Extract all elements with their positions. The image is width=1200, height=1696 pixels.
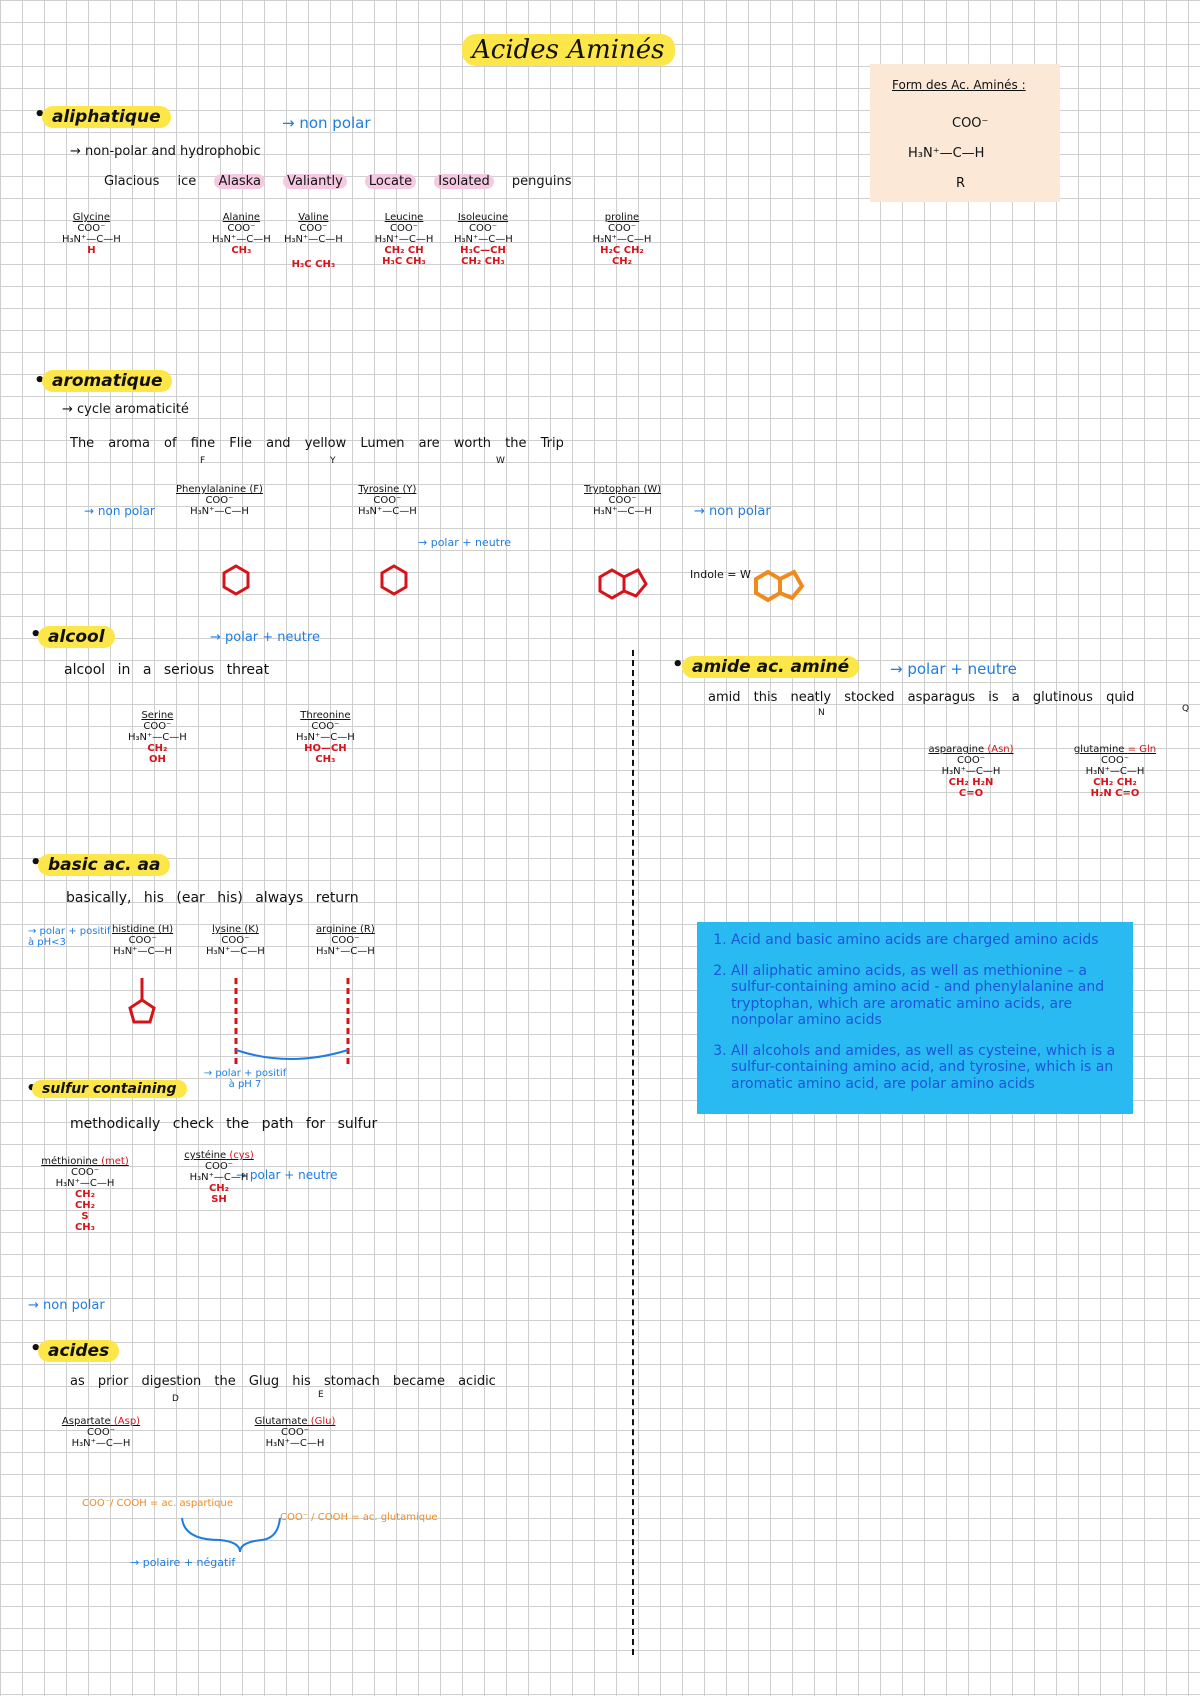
y-mark: Y — [330, 456, 336, 466]
cysteine-structure: cystéine (cys) COO⁻ H₃N⁺—C—H CH₂ SH — [184, 1150, 254, 1205]
aliphatique-sub: → non-polar and hydrophobic — [70, 144, 261, 159]
page-title: Acides Aminés — [462, 34, 675, 66]
threonine-structure: Threonine COO⁻ H₃N⁺—C—H HO—CH CH₃ — [296, 710, 355, 765]
aspartate-structure: Aspartate (Asp) COO⁻ H₃N⁺—C—H — [61, 1416, 141, 1449]
formula-coo: COO⁻ — [952, 116, 989, 131]
glycine-structure: Glycine COO⁻ H₃N⁺—C—H H — [62, 212, 121, 256]
lysine-structure: lysine (K) COO⁻ H₃N⁺—C—H — [206, 924, 265, 957]
sulfur-polarity: → polar + neutre — [236, 1168, 338, 1182]
amide-heading: amide ac. aminé — [682, 656, 860, 678]
aromatique-right-note: → non polar — [694, 504, 771, 519]
phenylalanine-structure: Phenylalanine (F) COO⁻ H₃N⁺—C—H — [176, 484, 263, 517]
amide-mnemonic: amid this neatly stocked asparagus is a … — [708, 690, 1135, 705]
proline-structure: proline COO⁻ H₃N⁺—C—H H₂C CH₂ CH₂ — [592, 212, 652, 267]
serine-structure: Serine COO⁻ H₃N⁺—C—H CH₂ OH — [128, 710, 187, 765]
aromatique-heading: aromatique — [42, 370, 173, 392]
acides-bottom-note: → polaire + négatif — [130, 1556, 236, 1569]
indole-note: Indole = W — [690, 568, 751, 581]
n-mark: N — [818, 708, 825, 718]
aromatique-left-note: → non polar — [84, 504, 155, 518]
formula-backbone: H₃N⁺—C—H — [908, 146, 985, 161]
formula-r: R — [956, 176, 966, 191]
formula-label: Form des Ac. Aminés : — [892, 78, 1026, 92]
bullet: • — [34, 370, 46, 391]
e-mark: E — [318, 1390, 324, 1400]
bullet: • — [672, 654, 684, 675]
summary-item: All aliphatic amino acids, as well as me… — [731, 963, 1117, 1029]
glutamine-structure: glutamine = Gln COO⁻ H₃N⁺—C—H CH₂ CH₂ H₂… — [1073, 744, 1157, 799]
glutamate-structure: Glutamate (Glu) COO⁻ H₃N⁺—C—H — [254, 1416, 336, 1449]
q-mark: Q — [1182, 704, 1190, 714]
bullet: • — [26, 1078, 38, 1099]
bullet: • — [30, 852, 42, 873]
bullet: • — [30, 624, 42, 645]
general-formula-box: Form des Ac. Aminés : COO⁻ H₃N⁺—C—H R — [870, 64, 1060, 202]
basic-mnemonic: basically, his (ear his) always return — [66, 890, 359, 906]
column-divider — [632, 650, 634, 1655]
bullet: • — [30, 1338, 42, 1359]
aspartate-note: COO⁻/ COOH = ac. aspartique — [82, 1498, 233, 1509]
sulfur-bottom-note: → non polar — [28, 1298, 105, 1313]
sulfur-heading: sulfur containing — [32, 1080, 187, 1098]
acides-heading: acides — [38, 1340, 120, 1362]
isoleucine-structure: Isoleucine COO⁻ H₃N⁺—C—H H₃C—CH CH₂ CH₃ — [454, 212, 513, 267]
tyrosine-note: → polar + neutre — [418, 536, 512, 549]
alcool-heading: alcool — [38, 626, 115, 648]
bullet: • — [34, 104, 46, 125]
valine-structure: Valine COO⁻ H₃N⁺—C—H H₃C CH₃ — [284, 212, 343, 270]
glutamate-note: COO⁻ / COOH = ac. glutamique — [280, 1512, 438, 1523]
alcool-polarity: → polar + neutre — [210, 630, 320, 645]
aromatique-sub: → cycle aromaticité — [62, 402, 189, 417]
asparagine-structure: asparagine (Asn) COO⁻ H₃N⁺—C—H CH₂ H₂N C… — [928, 744, 1014, 799]
w-mark: W — [496, 456, 505, 466]
summary-item: Acid and basic amino acids are charged a… — [731, 932, 1117, 949]
aliphatique-heading: aliphatique — [42, 106, 171, 128]
alanine-structure: Alanine COO⁻ H₃N⁺—C—H CH₃ — [212, 212, 271, 256]
tryptophan-structure: Tryptophan (W) COO⁻ H₃N⁺—C—H — [584, 484, 662, 517]
f-mark: F — [200, 456, 206, 466]
alcool-mnemonic: alcool in a serious threat — [64, 662, 270, 678]
leucine-structure: Leucine COO⁻ H₃N⁺—C—H CH₂ CH H₃C CH₃ — [374, 212, 434, 267]
aromatique-mnemonic: The aroma of fine Flie and yellow Lumen … — [70, 436, 564, 451]
methionine-structure: méthionine (met) COO⁻ H₃N⁺—C—H CH₂ CH₂ S… — [41, 1156, 129, 1233]
aliphatique-mnemonic: Glacious ice Alaska Valiantly Locate Iso… — [104, 174, 572, 189]
tyrosine-structure: Tyrosine (Y) COO⁻ H₃N⁺—C—H — [358, 484, 417, 517]
sulfur-mnemonic: methodically check the path for sulfur — [70, 1116, 378, 1132]
aliphatique-polarity: → non polar — [282, 114, 371, 132]
histidine-structure: histidine (H) COO⁻ H₃N⁺—C—H — [112, 924, 174, 957]
basic-bottom-note: → polar + positif à pH 7 — [203, 1068, 287, 1090]
basic-left-note: → polar + positif à pH<3 — [28, 926, 111, 948]
acides-mnemonic: as prior digestion the Glug his stomach … — [70, 1374, 496, 1389]
summary-box: Acid and basic amino acids are charged a… — [697, 922, 1133, 1114]
basic-heading: basic ac. aa — [38, 854, 171, 876]
d-mark: D — [172, 1394, 179, 1404]
summary-item: All alcohols and amides, as well as cyst… — [731, 1043, 1117, 1093]
arginine-structure: arginine (R) COO⁻ H₃N⁺—C—H — [316, 924, 375, 957]
amide-polarity: → polar + neutre — [890, 660, 1017, 678]
